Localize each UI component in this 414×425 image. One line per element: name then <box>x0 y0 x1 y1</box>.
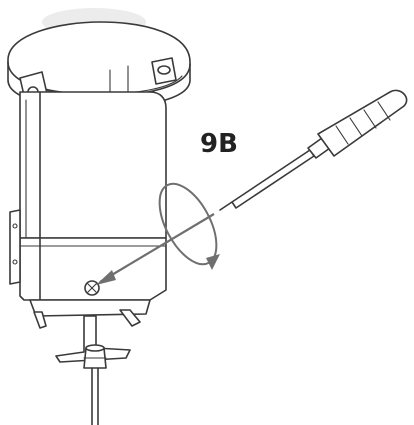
right-mount-tab <box>151 57 177 85</box>
cable-gland <box>83 344 107 369</box>
rotation-arrow <box>158 182 220 270</box>
side-bracket <box>9 209 21 285</box>
enclosure-body <box>19 65 167 239</box>
cable <box>91 367 99 425</box>
enclosure-lower <box>19 237 167 301</box>
direction-arrow <box>96 213 215 285</box>
screwdriver-icon <box>219 89 408 211</box>
screw <box>84 280 100 296</box>
bottom-bracket <box>29 299 151 363</box>
step-label: 9B <box>200 129 238 159</box>
